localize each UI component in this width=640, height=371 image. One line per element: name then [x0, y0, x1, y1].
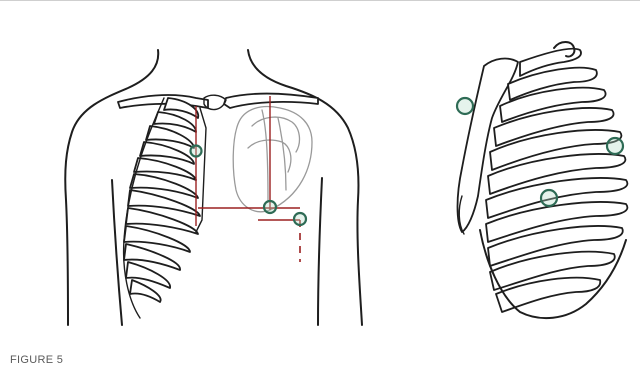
front-ribcage [124, 98, 206, 318]
front-view-panel [65, 50, 362, 325]
lateral-view-panel [457, 42, 627, 318]
marker-lateral-3 [541, 190, 557, 206]
marker-front-1 [191, 146, 202, 157]
heart-outline [233, 107, 312, 212]
reference-lines [196, 96, 300, 262]
front-markers [191, 146, 307, 226]
figure-caption: FIGURE 5 [10, 353, 63, 367]
marker-lateral-2 [607, 138, 623, 154]
marker-front-3 [294, 213, 306, 225]
body-outline [65, 50, 362, 325]
marker-front-2 [264, 201, 276, 213]
marker-lateral-1 [457, 98, 473, 114]
